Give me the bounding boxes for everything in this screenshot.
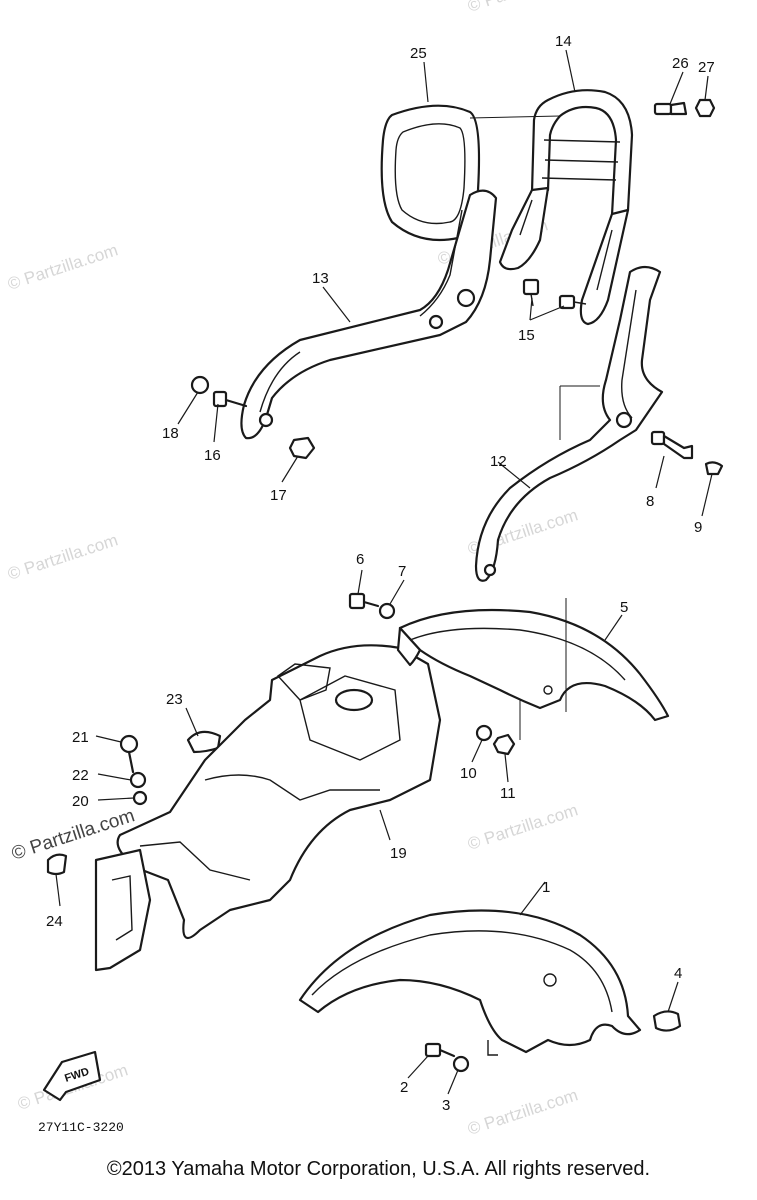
part-10-nut[interactable] — [475, 724, 493, 742]
callout-17[interactable]: 17 — [270, 487, 287, 504]
callout-5[interactable]: 5 — [620, 599, 628, 616]
callout-7[interactable]: 7 — [398, 563, 406, 580]
watermark: © Partzilla.com — [465, 800, 580, 853]
part-17-nut[interactable] — [288, 436, 316, 460]
watermark: © Partzilla.com — [5, 240, 120, 293]
callout-4[interactable]: 4 — [674, 965, 682, 982]
callout-20[interactable]: 20 — [72, 793, 89, 810]
callout-24[interactable]: 24 — [46, 913, 63, 930]
callout-10[interactable]: 10 — [460, 765, 477, 782]
callout-3[interactable]: 3 — [442, 1097, 450, 1114]
part-1-rear-fender[interactable] — [298, 909, 642, 1056]
watermark: © Partzilla.com — [465, 0, 580, 16]
watermark: © Partzilla.com — [5, 530, 120, 583]
copyright-notice: ©2013 Yamaha Motor Corporation, U.S.A. A… — [106, 1158, 651, 1180]
part-7-nut[interactable] — [378, 602, 396, 620]
part-24-reflector[interactable] — [46, 853, 68, 876]
callout-26[interactable]: 26 — [672, 55, 689, 72]
part-15-bolt[interactable] — [522, 278, 540, 307]
part-11-nut[interactable] — [492, 733, 516, 756]
callout-6[interactable]: 6 — [356, 551, 364, 568]
callout-13[interactable]: 13 — [312, 270, 329, 287]
part-2-bolt[interactable] — [424, 1042, 456, 1058]
part-8-bolt[interactable] — [650, 430, 694, 460]
leader-lines — [55, 49, 713, 1095]
watermark: © Partzilla.com — [465, 1085, 580, 1138]
part-13-grab-bar[interactable] — [240, 189, 498, 440]
part-18-nut[interactable] — [190, 375, 210, 395]
callout-16[interactable]: 16 — [204, 447, 221, 464]
part-6-bolt[interactable] — [348, 592, 380, 610]
callout-1[interactable]: 1 — [542, 879, 550, 896]
callout-11[interactable]: 11 — [500, 785, 516, 802]
diagram-code: 27Y11C-3220 — [38, 1120, 124, 1135]
part-14-backrest-frame[interactable] — [498, 89, 634, 326]
part-19-rear-fender-inner[interactable] — [94, 644, 442, 972]
part-21-bolt[interactable] — [119, 734, 139, 774]
callout-18[interactable]: 18 — [162, 425, 179, 442]
part-27-nut[interactable] — [694, 98, 716, 118]
callout-21[interactable]: 21 — [72, 729, 89, 746]
callout-22[interactable]: 22 — [72, 767, 89, 784]
hardware-group — [46, 98, 724, 1073]
part-26-bolt[interactable] — [653, 101, 688, 116]
assembly-lines — [469, 115, 600, 740]
callout-15[interactable]: 15 — [518, 327, 535, 344]
part-5-front-fender[interactable] — [396, 608, 670, 722]
callout-27[interactable]: 27 — [698, 59, 715, 76]
callout-23[interactable]: 23 — [166, 691, 183, 708]
part-16-bolt[interactable] — [212, 390, 248, 408]
part-3-nut[interactable] — [452, 1055, 470, 1073]
part-15-bolt[interactable] — [558, 294, 587, 310]
callouts: 14 25 26 27 13 15 18 16 17 12 8 9 6 7 5 … — [46, 33, 715, 1114]
callout-19[interactable]: 19 — [390, 845, 407, 862]
callout-2[interactable]: 2 — [400, 1079, 408, 1096]
callout-12[interactable]: 12 — [490, 453, 507, 470]
callout-14[interactable]: 14 — [555, 33, 572, 50]
part-4-grommet[interactable] — [652, 1010, 682, 1032]
callout-9[interactable]: 9 — [694, 519, 702, 536]
part-12-grab-bar[interactable] — [474, 265, 664, 582]
callout-25[interactable]: 25 — [410, 45, 427, 62]
callout-8[interactable]: 8 — [646, 493, 654, 510]
part-25-backrest-pad[interactable] — [380, 104, 481, 242]
part-20-washer[interactable] — [132, 790, 148, 806]
part-9-clip[interactable] — [704, 461, 724, 476]
part-22-nut[interactable] — [129, 771, 147, 789]
front-direction-arrow: FWD — [42, 1050, 102, 1102]
